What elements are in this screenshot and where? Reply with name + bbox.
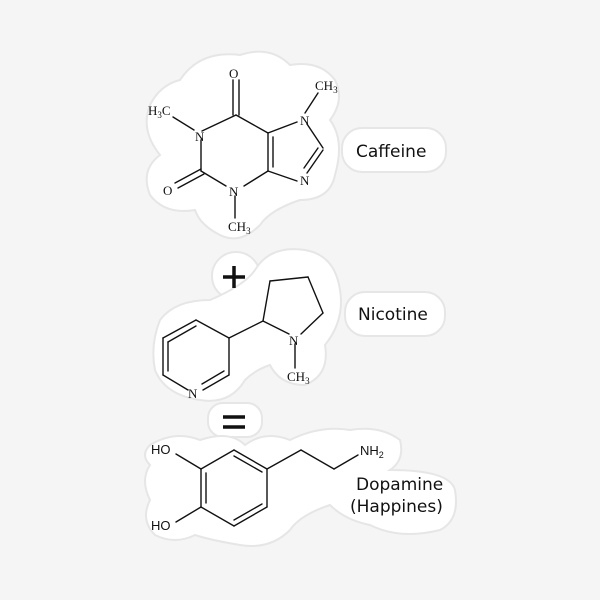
- atom-n1: N: [195, 129, 205, 144]
- atom-n7: N: [300, 113, 310, 128]
- dopamine-sublabel: (Happines): [350, 497, 443, 517]
- atom-methyl-1: H3C: [148, 103, 171, 120]
- atom-n-pyridine: N: [188, 386, 198, 401]
- atom-n-pyrrolidine: N: [289, 333, 299, 348]
- atom-methyl-7: CH3: [315, 78, 338, 95]
- equals-operator: [223, 415, 245, 429]
- atom-methyl-3: CH3: [228, 219, 251, 236]
- atom-o-left: O: [163, 183, 172, 198]
- atom-o-top: O: [229, 66, 238, 81]
- nicotine-label: Nicotine: [358, 305, 428, 325]
- caffeine-label: Caffeine: [356, 142, 426, 162]
- sticker-backgrounds: [144, 50, 457, 547]
- dopamine-structure: HO HO NH2: [151, 442, 384, 533]
- atom-n3: N: [229, 184, 239, 199]
- dopamine-label: Dopamine: [356, 475, 443, 495]
- atom-methyl: CH3: [287, 369, 310, 386]
- atom-n9: N: [300, 173, 310, 188]
- plus-operator: [223, 266, 245, 288]
- nicotine-structure: N N CH3: [162, 276, 324, 401]
- atom-hydroxyl-2: HO: [151, 518, 171, 533]
- atom-hydroxyl-1: HO: [151, 442, 171, 457]
- caffeine-structure: O O N N N N H3C CH3 CH3: [148, 66, 338, 236]
- atom-amine: NH2: [360, 443, 384, 460]
